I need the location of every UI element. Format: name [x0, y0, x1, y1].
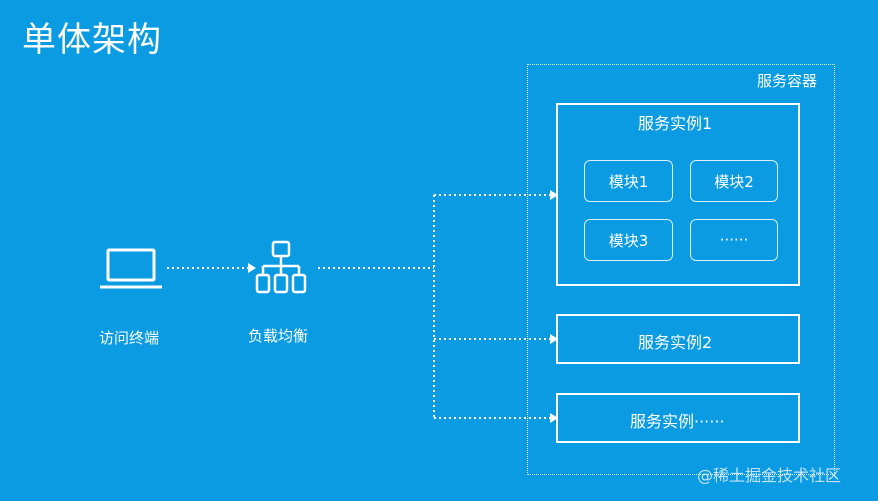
- service-instance-more: [556, 393, 800, 443]
- arrowhead-inst1: [550, 190, 558, 200]
- module-3: 模块3: [584, 219, 673, 261]
- arrowhead-inst3: [550, 413, 558, 423]
- service-instance-2-label: 服务实例2: [638, 333, 713, 352]
- service-container: [527, 64, 835, 475]
- load-balancer-label: 负载均衡: [248, 327, 309, 345]
- arrowhead-inst2: [550, 334, 558, 344]
- module-2: 模块2: [690, 160, 778, 202]
- service-container-label: 服务容器: [757, 72, 818, 90]
- page-title: 单体架构: [22, 20, 162, 60]
- service-instance-1: [556, 103, 800, 286]
- service-instance-2: [556, 314, 800, 364]
- arrowhead-client-lb: [248, 263, 256, 273]
- module-1: 模块1: [584, 160, 673, 202]
- service-instance-1-label: 服务实例1: [638, 114, 713, 133]
- laptop-icon: [100, 248, 162, 289]
- watermark: @稀土掘金技术社区: [697, 466, 842, 485]
- module-more: ······: [690, 219, 778, 261]
- client-label: 访问终端: [99, 329, 160, 347]
- service-instance-more-label: 服务实例······: [630, 412, 725, 431]
- hierarchy-icon: [255, 240, 307, 294]
